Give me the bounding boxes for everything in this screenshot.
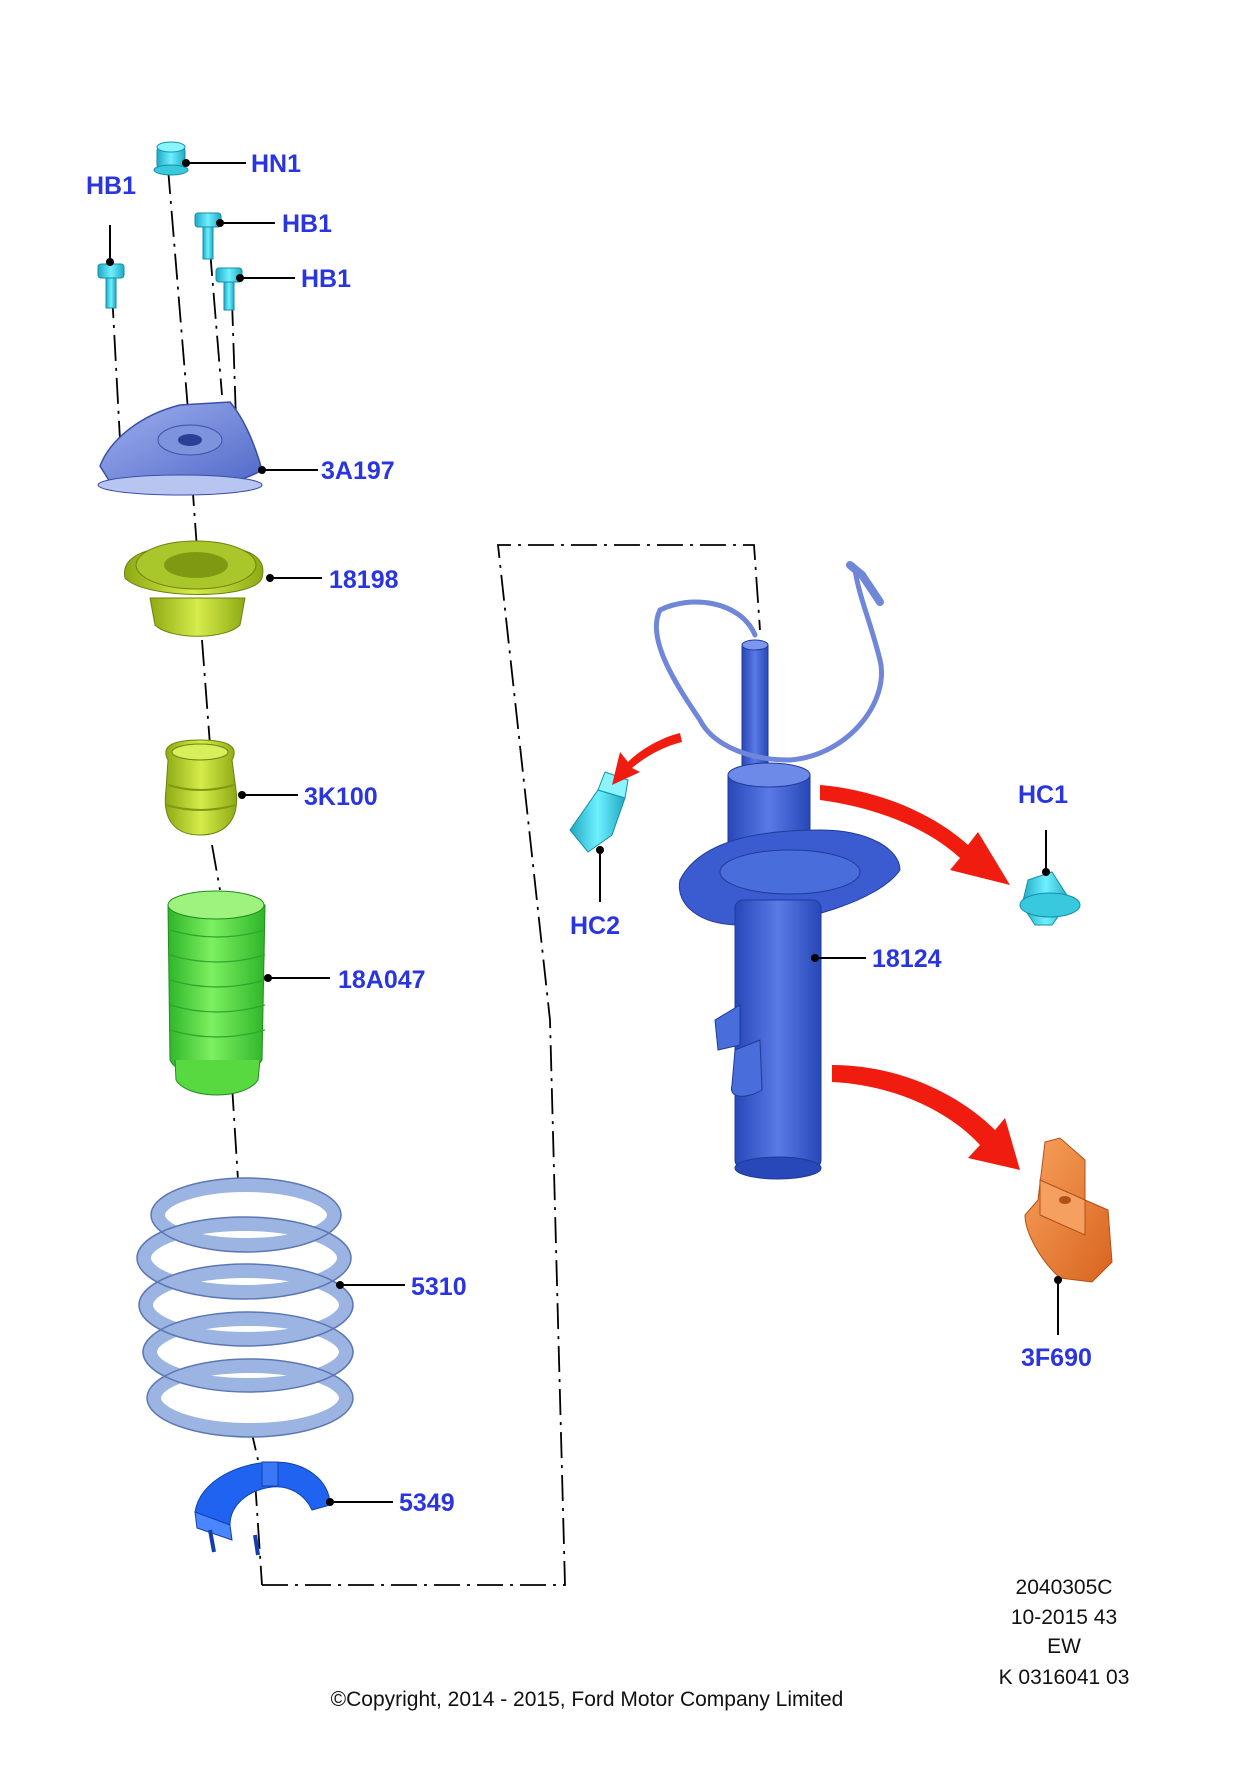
callout-18124: 18124 [872,945,942,973]
date-code: 10-2015 43 [1011,1606,1117,1629]
bolt-hb1-right[interactable] [215,267,243,311]
sensor-wire [653,567,884,763]
callout-3k100: 3K100 [304,783,378,811]
nut-hn1[interactable] [153,141,189,176]
callout-hn1: HN1 [251,150,301,178]
clip-hc1[interactable] [1019,871,1081,926]
leader-lines [106,159,1062,1506]
copyright-notice: ©Copyright, 2014 - 2015, Ford Motor Comp… [331,1688,844,1711]
ref-code: 2040305C [1016,1576,1113,1599]
bump-stop-3k100[interactable] [164,739,238,836]
region-code: EW [1047,1635,1081,1658]
spring-seat-5349[interactable] [194,1461,331,1556]
bolt-hb1-mid[interactable] [194,212,222,260]
bearing-18198[interactable] [123,540,264,637]
callout-hb1-right: HB1 [301,265,351,293]
callout-hb1-mid: HB1 [282,210,332,238]
callout-3f690: 3F690 [1021,1344,1092,1372]
callout-5310: 5310 [411,1273,467,1301]
callout-5349: 5349 [399,1489,455,1517]
callout-hc1: HC1 [1018,781,1068,809]
clip-hc2[interactable] [569,771,629,853]
bracket-3f690[interactable] [1024,1137,1113,1283]
coil-spring-5310-outline [136,1177,354,1438]
callout-18198: 18198 [329,566,399,594]
callout-18a047: 18A047 [338,966,426,994]
callout-hc2: HC2 [570,912,620,940]
top-mount-3a197[interactable] [97,401,263,496]
indication-arrows [612,733,1020,1170]
dust-boot-18a047[interactable] [167,890,266,1096]
coil-spring-5310[interactable] [137,1178,353,1437]
document-number: K 0316041 03 [999,1666,1130,1689]
callout-hb1-left: HB1 [86,172,136,200]
bolt-hb1-left[interactable] [97,263,125,309]
sensor-wire-end [846,561,884,606]
assembly-centerlines [111,167,761,1586]
strut-18124[interactable] [678,639,901,1180]
callout-3a197: 3A197 [321,457,395,485]
